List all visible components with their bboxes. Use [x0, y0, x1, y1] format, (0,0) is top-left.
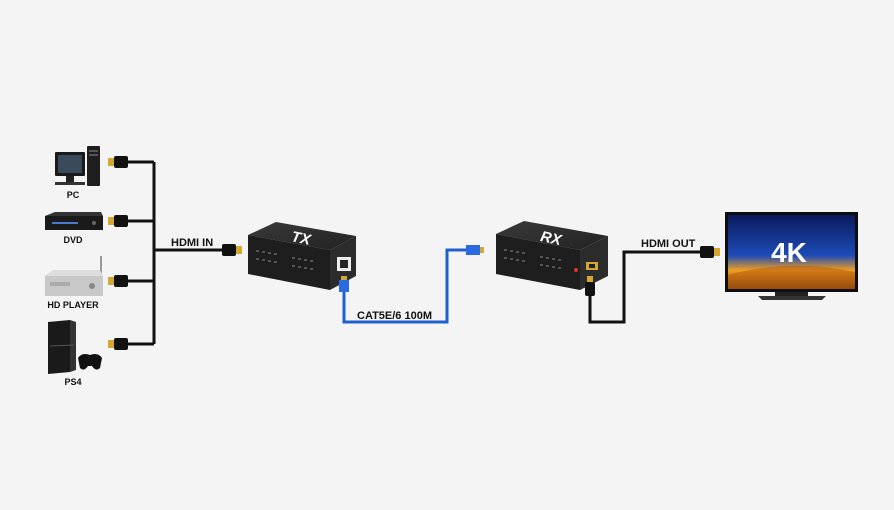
- ps4-label: PS4: [64, 377, 81, 387]
- hd-player-icon: [45, 256, 103, 296]
- dvd-player-icon: [45, 212, 103, 230]
- pc-icon: [55, 146, 100, 186]
- hdmi-out-label: HDMI OUT: [641, 238, 696, 250]
- network-cable: [342, 248, 470, 324]
- output-cable: [588, 250, 700, 324]
- cable-label: CAT5E/6 100M: [357, 310, 432, 322]
- source-hdmi-plugs: [108, 156, 242, 350]
- tv-4k-icon: [725, 212, 858, 300]
- transmitter-box: [248, 222, 356, 290]
- tx-label: TX: [290, 228, 313, 249]
- dvd-label: DVD: [63, 235, 83, 245]
- receiver-box: [496, 221, 608, 290]
- hdmi-in-label: HDMI IN: [171, 237, 213, 249]
- rj45-plugs: [339, 245, 484, 292]
- hd-player-label: HD PLAYER: [47, 300, 99, 310]
- ps4-console-icon: [48, 320, 102, 374]
- output-hdmi-plugs: [585, 246, 720, 296]
- tv-4k-label: 4K: [771, 237, 807, 268]
- rx-label: RX: [539, 228, 564, 249]
- pc-label: PC: [67, 190, 80, 200]
